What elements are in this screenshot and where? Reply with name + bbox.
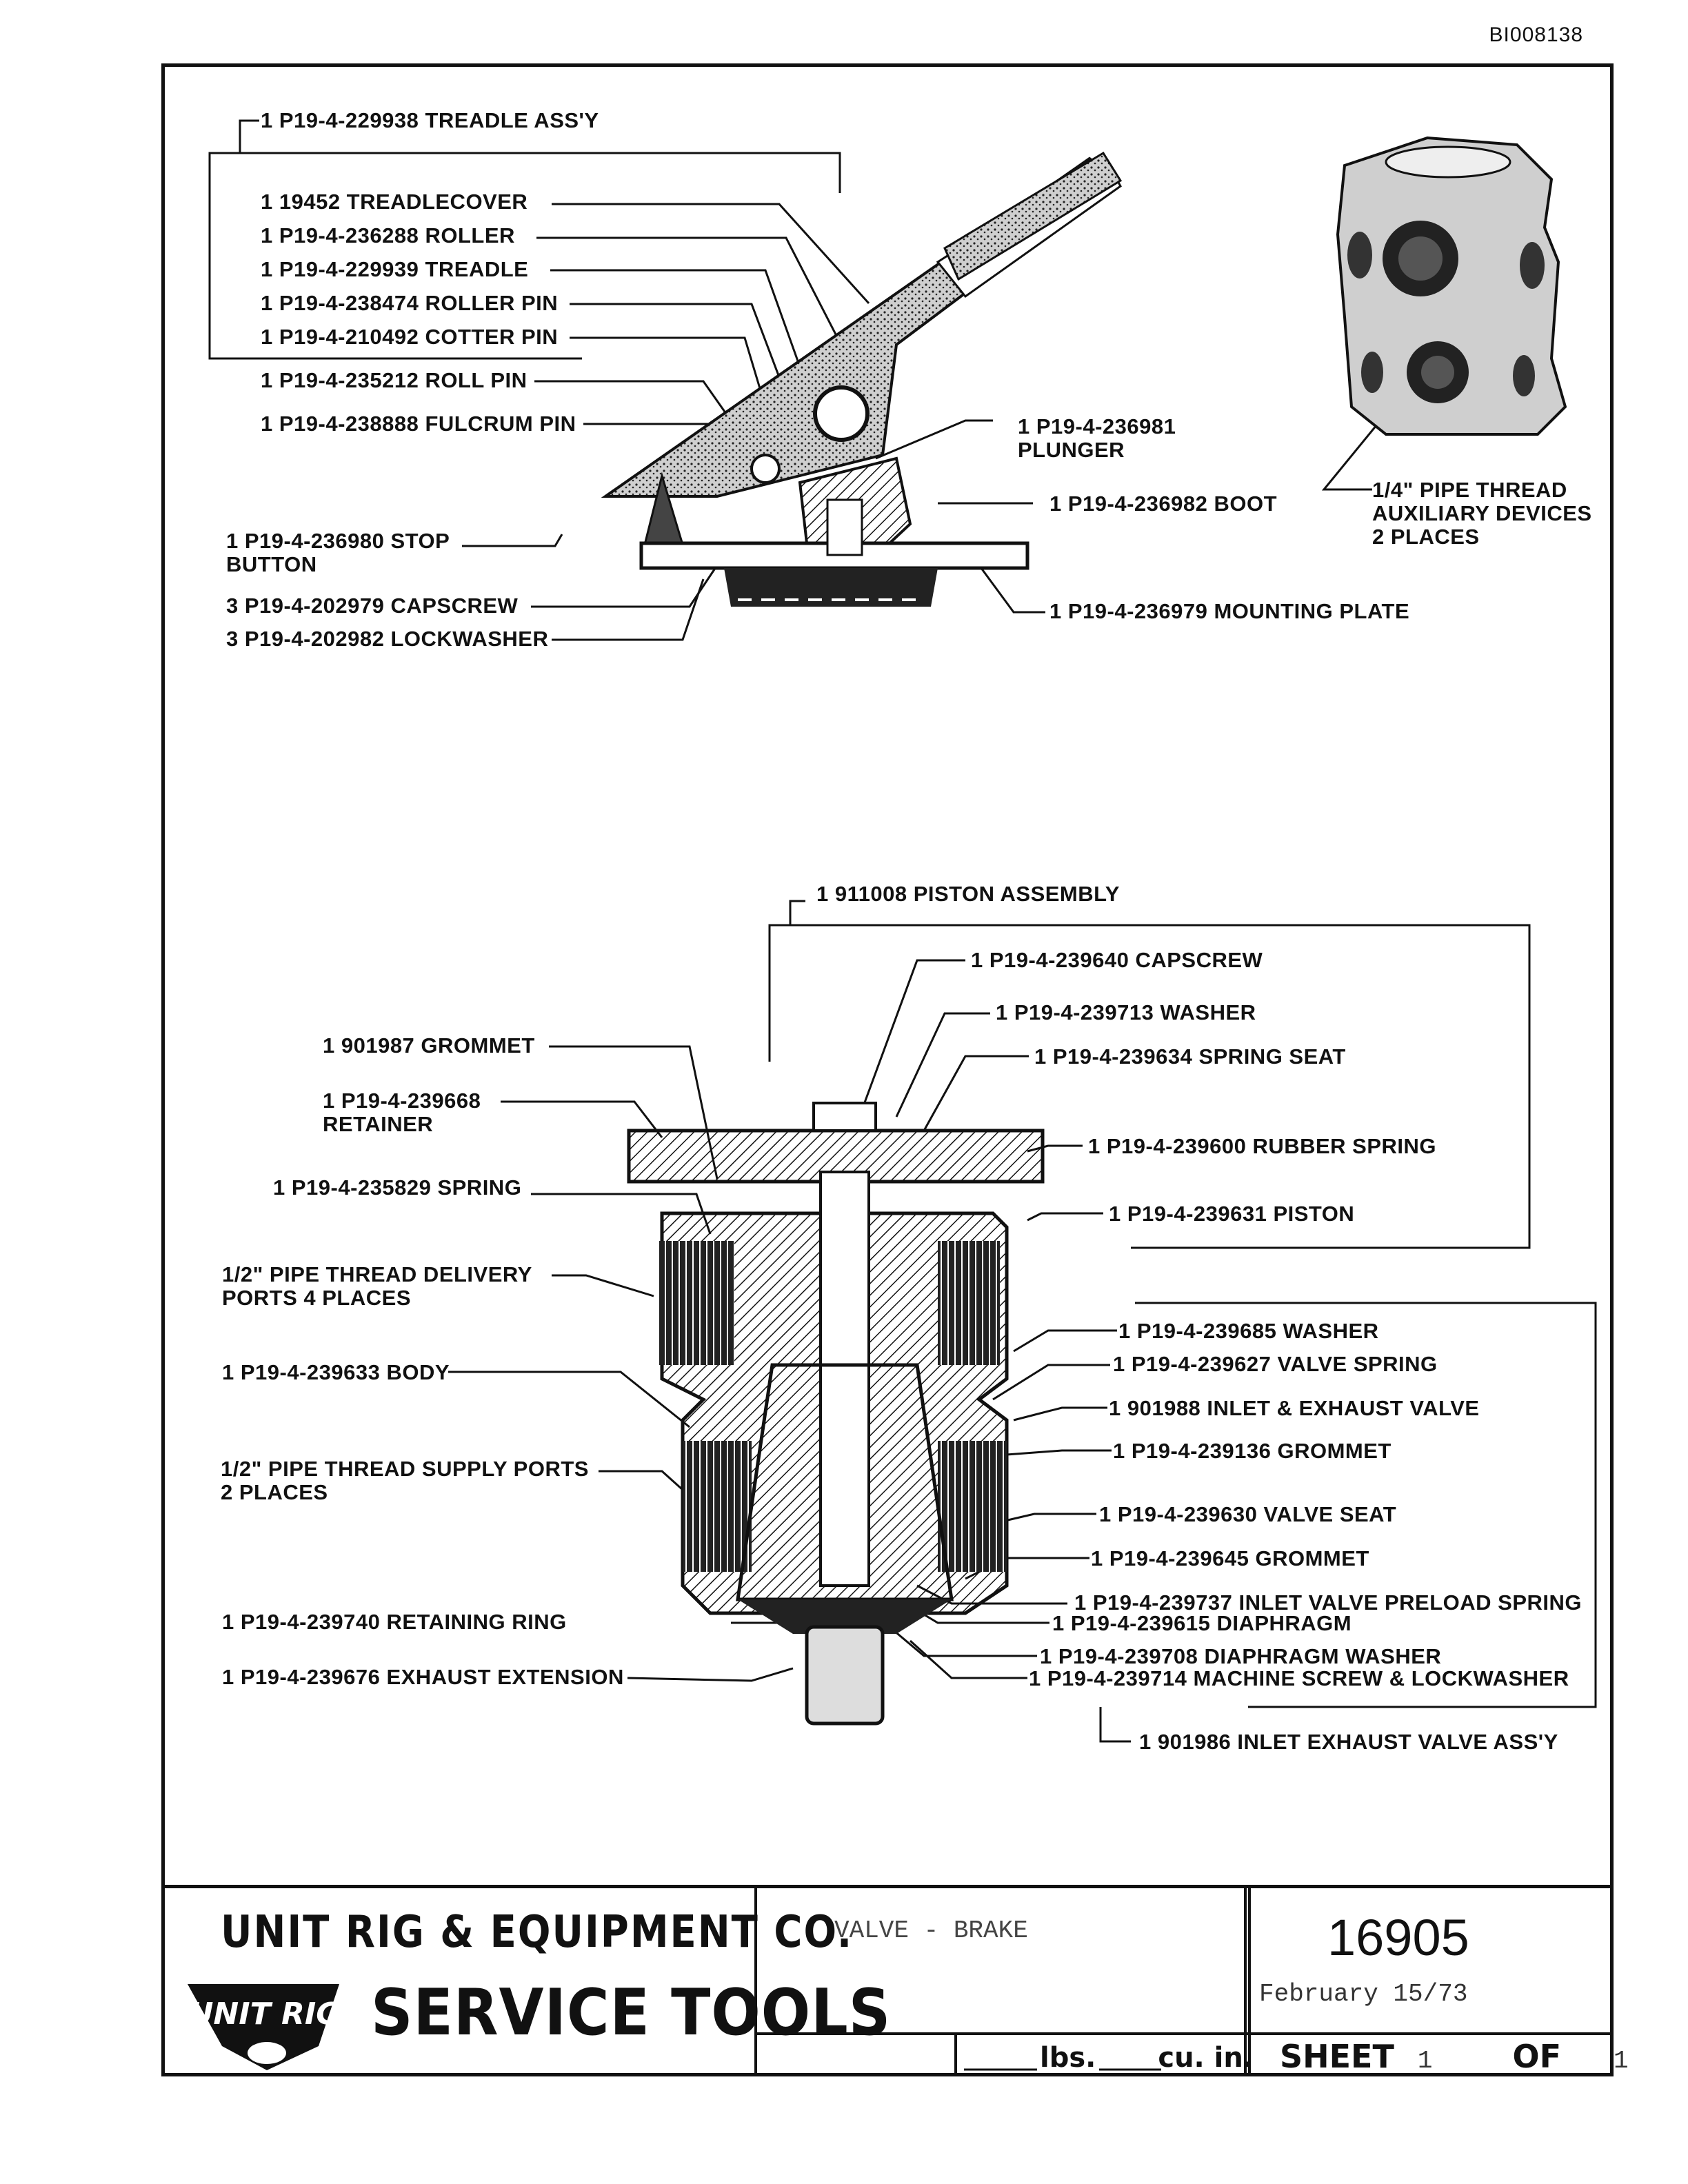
machine-screw-label: 1 P19-4-239714 MACHINE SCREW & LOCKWASHE… [1029,1666,1569,1690]
cotter-pin-label: 1 P19-4-210492 COTTER PIN [261,325,559,349]
treadle-illustration [601,151,1123,607]
grommet-3-label: 1 P19-4-239645 GROMMET [1091,1546,1369,1570]
title-block [161,1885,1614,2076]
sheet-total: 1 [1614,2047,1629,2075]
roll-pin-label: 1 P19-4-235212 ROLL PIN [261,368,528,392]
diaphragm-washer-label: 1 P19-4-239708 DIAPHRAGM WASHER [1040,1644,1442,1668]
valve-seat-label: 1 P19-4-239630 VALVE SEAT [1099,1502,1397,1526]
grommet-label: 1 901987 GROMMET [323,1033,535,1058]
sheet-word: SHEET [1280,2038,1394,2075]
piston-assembly-label: 1 911008 PISTON ASSEMBLY [816,882,1120,906]
service-tools-title: SERVICE TOOLS [371,1975,892,2050]
capscrew-2-label: 1 P19-4-239640 CAPSCREW [971,948,1263,972]
drawing-frame [161,63,1614,2076]
body-label: 1 P19-4-239633 BODY [222,1360,450,1384]
bottom-leader-lines [448,900,1597,1743]
plunger-label: 1 P19-4-236981 PLUNGER [1018,414,1176,462]
valve-spring-label: 1 P19-4-239627 VALVE SPRING [1113,1352,1438,1376]
fulcrum-pin-label: 1 P19-4-238888 FULCRUM PIN [261,412,576,436]
mounting-plate-label: 1 P19-4-236979 MOUNTING PLATE [1049,599,1410,623]
preload-spring-label: 1 P19-4-239737 INLET VALVE PRELOAD SPRIN… [1074,1590,1582,1615]
washer-label: 1 P19-4-239713 WASHER [996,1000,1256,1024]
sheet-info: SHEET 1 OF 1 [1280,2038,1629,2075]
sheet-number: 1 [1417,2047,1433,2075]
weight-volume-units: lbs. cu. in. [964,2042,1254,2074]
treadle-label: 1 P19-4-229939 TREADLE [261,257,529,281]
unit-rig-logo: UNIT RIG [188,1984,341,2070]
aux-thread-label: 1/4" PIPE THREAD AUXILIARY DEVICES 2 PLA… [1372,478,1592,549]
drawing-date: February 15/73 [1259,1980,1468,2008]
diaphragm-label: 1 P19-4-239615 DIAPHRAGM [1052,1611,1352,1635]
lockwasher-label: 3 P19-4-202982 LOCKWASHER [226,627,549,651]
spring-seat-label: 1 P19-4-239634 SPRING SEAT [1034,1044,1346,1069]
piston-label: 1 P19-4-239631 PISTON [1109,1202,1355,1226]
treadle-assy-label: 1 P19-4-229938 TREADLE ASS'Y [261,108,599,132]
stop-button-label: 1 P19-4-236980 STOP BUTTON [226,529,450,576]
retaining-ring-label: 1 P19-4-239740 RETAINING RING [222,1610,567,1634]
roller-label: 1 P19-4-236288 ROLLER [261,223,515,247]
capscrew-label: 3 P19-4-202979 CAPSCREW [226,594,519,618]
valve-body-photo [1336,136,1567,436]
supply-ports-label: 1/2" PIPE THREAD SUPPLY PORTS 2 PLACES [221,1457,589,1504]
washer-2-label: 1 P19-4-239685 WASHER [1118,1319,1379,1343]
company-name: UNIT RIG & EQUIPMENT CO. [221,1906,854,1958]
title-block-rules [754,1885,1614,2076]
units-cu: cu. in. [1158,2042,1254,2074]
drawing-number: 16905 [1327,1909,1469,1966]
spring-label: 1 P19-4-235829 SPRING [273,1175,522,1200]
roller-pin-label: 1 P19-4-238474 ROLLER PIN [261,291,559,315]
of-word: OF [1512,2038,1562,2075]
delivery-ports-label: 1/2" PIPE THREAD DELIVERY PORTS 4 PLACES [222,1262,532,1310]
inlet-exhaust-assy-label: 1 901986 INLET EXHAUST VALVE ASS'Y [1139,1730,1558,1754]
units-lbs: lbs. [1040,2042,1096,2074]
retainer-label: 1 P19-4-239668 RETAINER [323,1089,481,1136]
rubber-spring-label: 1 P19-4-239600 RUBBER SPRING [1088,1134,1437,1158]
exhaust-extension-label: 1 P19-4-239676 EXHAUST EXTENSION [222,1665,624,1689]
drawing-title: VALVE - BRAKE [834,1917,1028,1945]
grommet-2-label: 1 P19-4-239136 GROMMET [1113,1439,1391,1463]
treadlecover-label: 1 19452 TREADLECOVER [261,190,528,214]
document-id: BI008138 [1489,23,1583,46]
boot-label: 1 P19-4-236982 BOOT [1049,492,1278,516]
inlet-exhaust-valve-label: 1 901988 INLET & EXHAUST VALVE [1109,1396,1480,1420]
logo-text: UNIT RIG [189,1996,341,2032]
brake-valve-section [627,1102,1045,1726]
